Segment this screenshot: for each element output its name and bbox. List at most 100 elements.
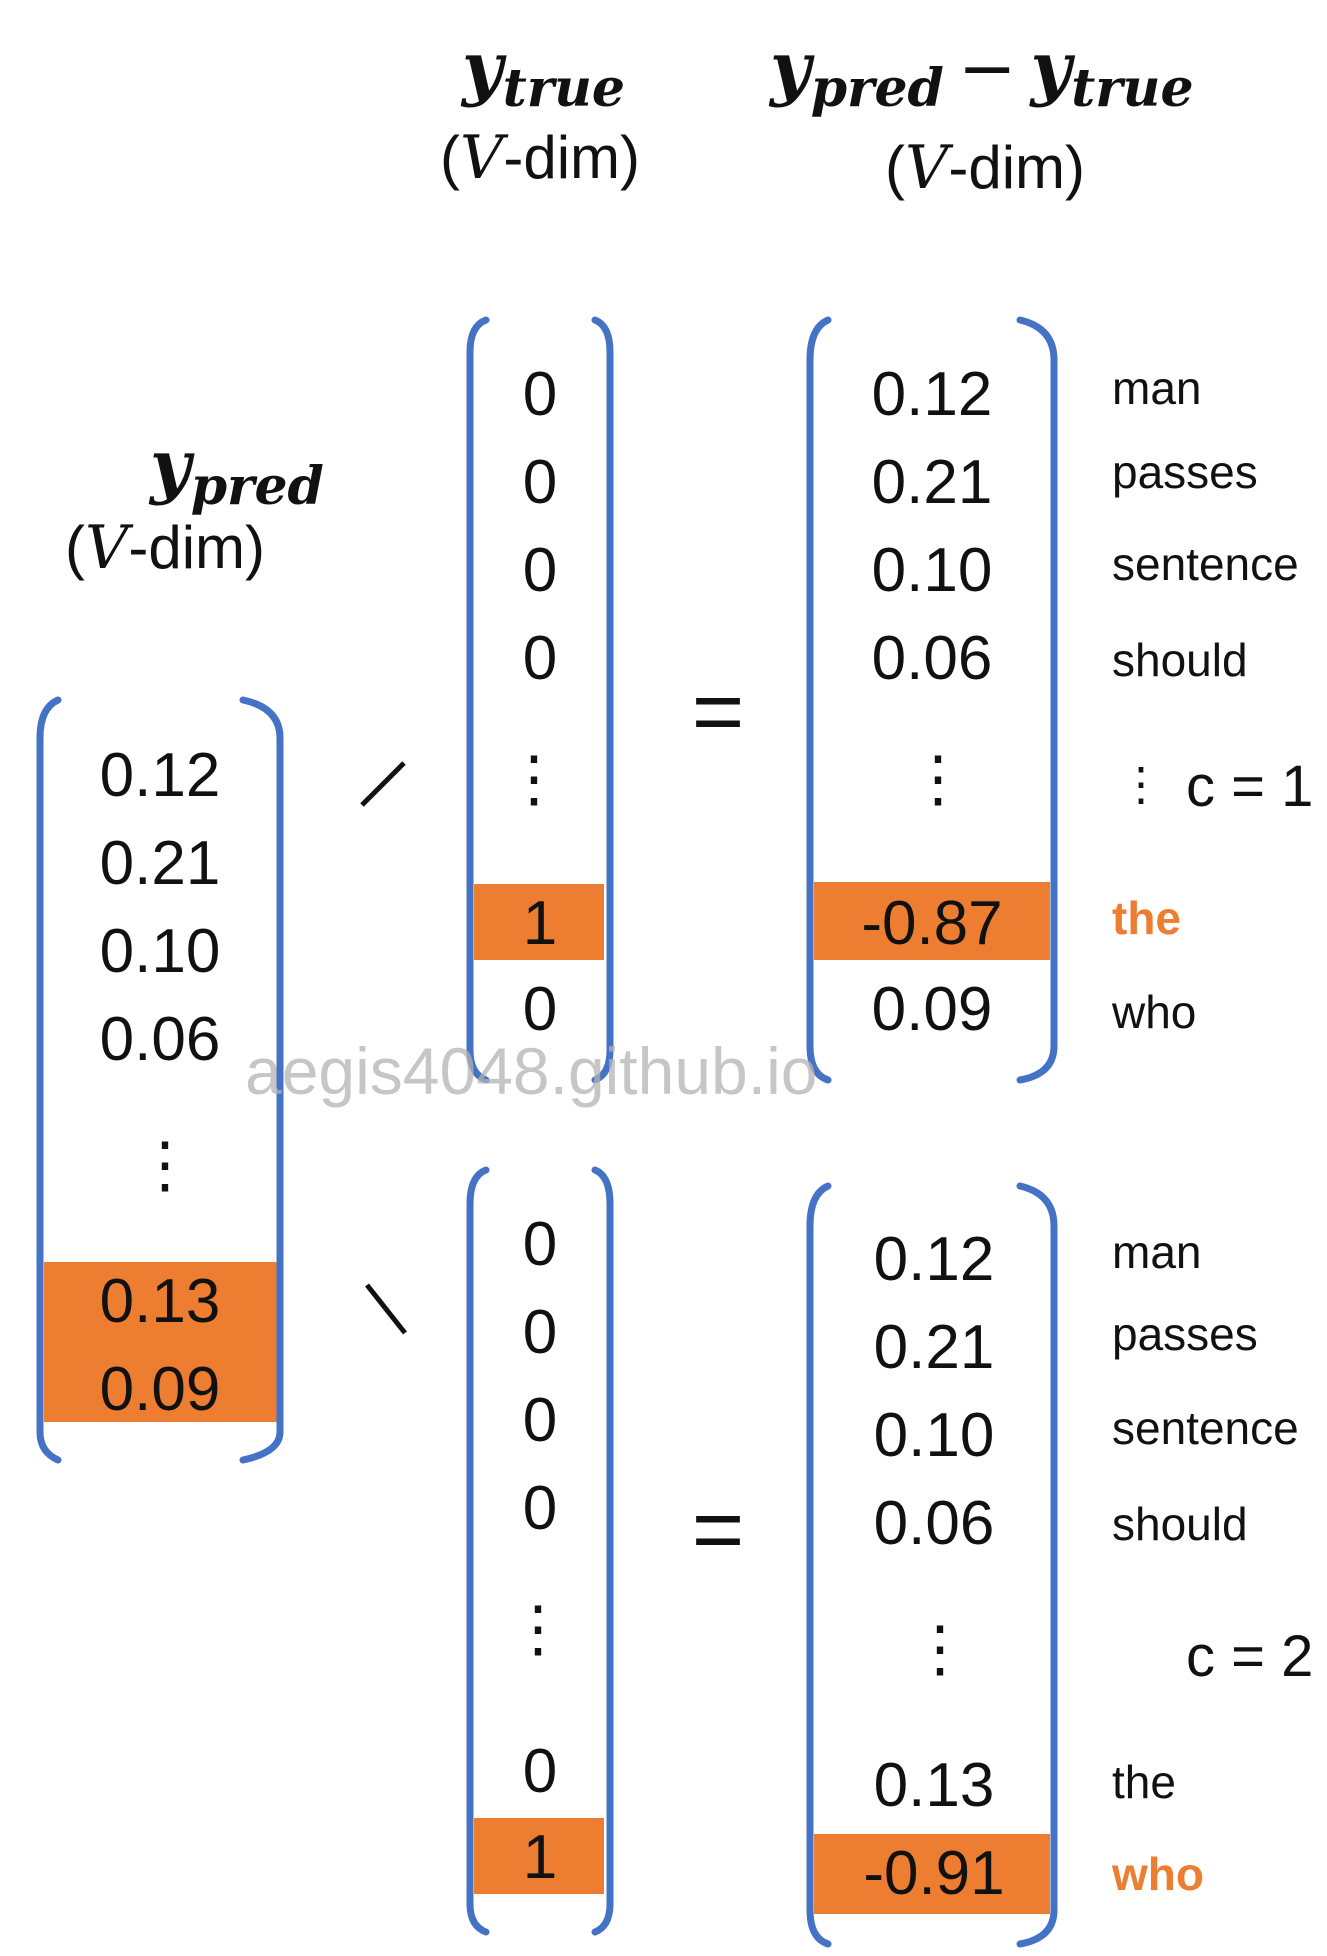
word-c1: man [1112,362,1201,414]
ytrue-c2-right-bracket [591,1166,614,1936]
context-label-c1: c = 1 [1186,754,1313,819]
lower-connector [365,1283,407,1335]
ytrue-c2-value: 0 [523,1737,557,1806]
diff-c2-value: 0.06 [874,1489,995,1558]
upper-connector [360,761,406,807]
text-label: true [1071,58,1193,119]
svg-text:(V-dim): (V-dim) [885,133,1085,203]
ypred-right-bracket [239,696,284,1464]
text-label: -dim) [128,514,265,581]
word-c1: who [1111,986,1196,1038]
diff-c1-value: 0.09 [872,975,993,1044]
diff-vector-c2: 0.12 0.21 0.10 0.06 ⋮ 0.13 -0.91 [806,1182,1058,1948]
ypred-value: 0.21 [100,829,221,898]
diff-c1-value: 0.12 [872,360,993,429]
ypred-value-highlighted: 0.09 [100,1355,221,1424]
word-c1: sentence [1112,538,1299,590]
word-c1-highlighted: the [1112,892,1181,944]
text-label: V [905,133,954,203]
ypred-ellipsis: ⋮ [134,1131,196,1200]
ytrue-vector-c1: 0 0 0 0 ⋮ 1 0 [466,316,614,1084]
diff-c2-value: 0.21 [874,1313,995,1382]
text-label: V [460,123,509,193]
diff-c1-ellipsis: ⋮ [907,745,969,814]
word-c1: should [1112,634,1248,686]
diff-c1-value: 0.21 [872,448,993,517]
ytrue-c2-highlight [474,1818,604,1894]
ytrue-base: y [460,26,507,109]
word-c2: the [1112,1756,1176,1808]
svg-text:ypred: ypred [148,424,324,517]
text-label: ( [885,134,905,201]
text-label: V [85,513,134,583]
word-c2-highlighted: who [1111,1848,1204,1900]
ytrue-c1-value: 0 [523,975,557,1044]
words-c2: man passes sentence should the who c = 2 [1111,1226,1313,1900]
ypred-left-bracket [36,696,62,1464]
equals-sign-c1: = [692,662,745,762]
ypred-value-highlighted: 0.13 [100,1267,221,1336]
context-label-c2: c = 2 [1186,1624,1313,1689]
header-ypred: ypred (V-dim) [65,424,324,583]
svg-text:(V-dim): (V-dim) [440,123,640,193]
word-c1-ellipsis: ⋮ [1118,758,1164,810]
diff-c2-ellipsis: ⋮ [909,1615,971,1684]
text-label: ( [440,124,460,191]
diff-c2-value: 0.10 [874,1401,995,1470]
svg-text:ytrue: ytrue [460,26,625,119]
ytrue-sub: true [503,58,625,119]
ytrue-c2-value: 0 [523,1298,557,1367]
diff-c2-highlight [814,1834,1050,1914]
ypred-base: y [148,424,195,507]
watermark: aegis4048.github.io [245,1034,817,1108]
ytrue-c2-value: 0 [523,1210,557,1279]
diff-c1-highlight [814,882,1050,960]
text-label: ( [65,514,85,581]
ytrue-c2-value: 0 [523,1386,557,1455]
equals-sign-c2: = [692,1480,745,1580]
ytrue-vector-c2: 0 0 0 0 ⋮ 0 1 [466,1166,614,1936]
diff-c1-left-bracket [806,316,832,1084]
diff-c1-value: 0.10 [872,536,993,605]
ypred-value: 0.12 [100,741,221,810]
ypred-value: 0.10 [100,917,221,986]
header-diff: ypred−ytrue (V-dim) [768,26,1194,203]
word-c1: passes [1112,446,1258,498]
ypred-vector: 0.12 0.21 0.10 0.06 ⋮ 0.13 0.09 [36,696,284,1464]
word-c2: man [1112,1226,1201,1278]
ytrue-c2-left-bracket [466,1166,490,1936]
ytrue-c1-highlight [474,884,604,960]
ytrue-c2-value: 0 [523,1474,557,1543]
ytrue-c1-value: 0 [523,536,557,605]
word-c2: passes [1112,1308,1258,1360]
diff-vector-c1: 0.12 0.21 0.10 0.06 ⋮ -0.87 0.09 [806,316,1058,1084]
diff-c1-value-highlighted: -0.87 [861,889,1002,958]
ytrue-c1-left-bracket [466,316,490,1084]
ypred-sub: pred [191,456,324,517]
text-label: -dim) [503,124,640,191]
ytrue-c1-value: 0 [523,360,557,429]
diff-c2-value: 0.13 [874,1751,995,1820]
ytrue-c1-value: 0 [523,624,557,693]
diff-c2-value-highlighted: -0.91 [863,1839,1004,1908]
diff-c2-right-bracket [1016,1182,1058,1948]
header-ytrue: ytrue (V-dim) [440,26,640,193]
ytrue-c1-value-highlighted: 1 [523,889,557,958]
ytrue-c1-ellipsis: ⋮ [503,745,565,814]
svg-text:(V-dim): (V-dim) [65,513,265,583]
text-label: − [958,27,1017,109]
words-c1: man passes sentence should ⋮ the who c =… [1111,362,1313,1038]
ytrue-c1-right-bracket [591,316,614,1084]
text-label: -dim) [948,134,1085,201]
ypred-value: 0.06 [100,1005,221,1074]
diff-c1-right-bracket [1016,316,1058,1084]
word-c2: sentence [1112,1402,1299,1454]
ypred-highlight [44,1262,278,1422]
diff-c2-left-bracket [806,1182,832,1948]
text-label: y [1029,26,1076,109]
text-label: y [768,26,815,109]
diff-c1-value: 0.06 [872,624,993,693]
text-label: pred [811,58,944,119]
